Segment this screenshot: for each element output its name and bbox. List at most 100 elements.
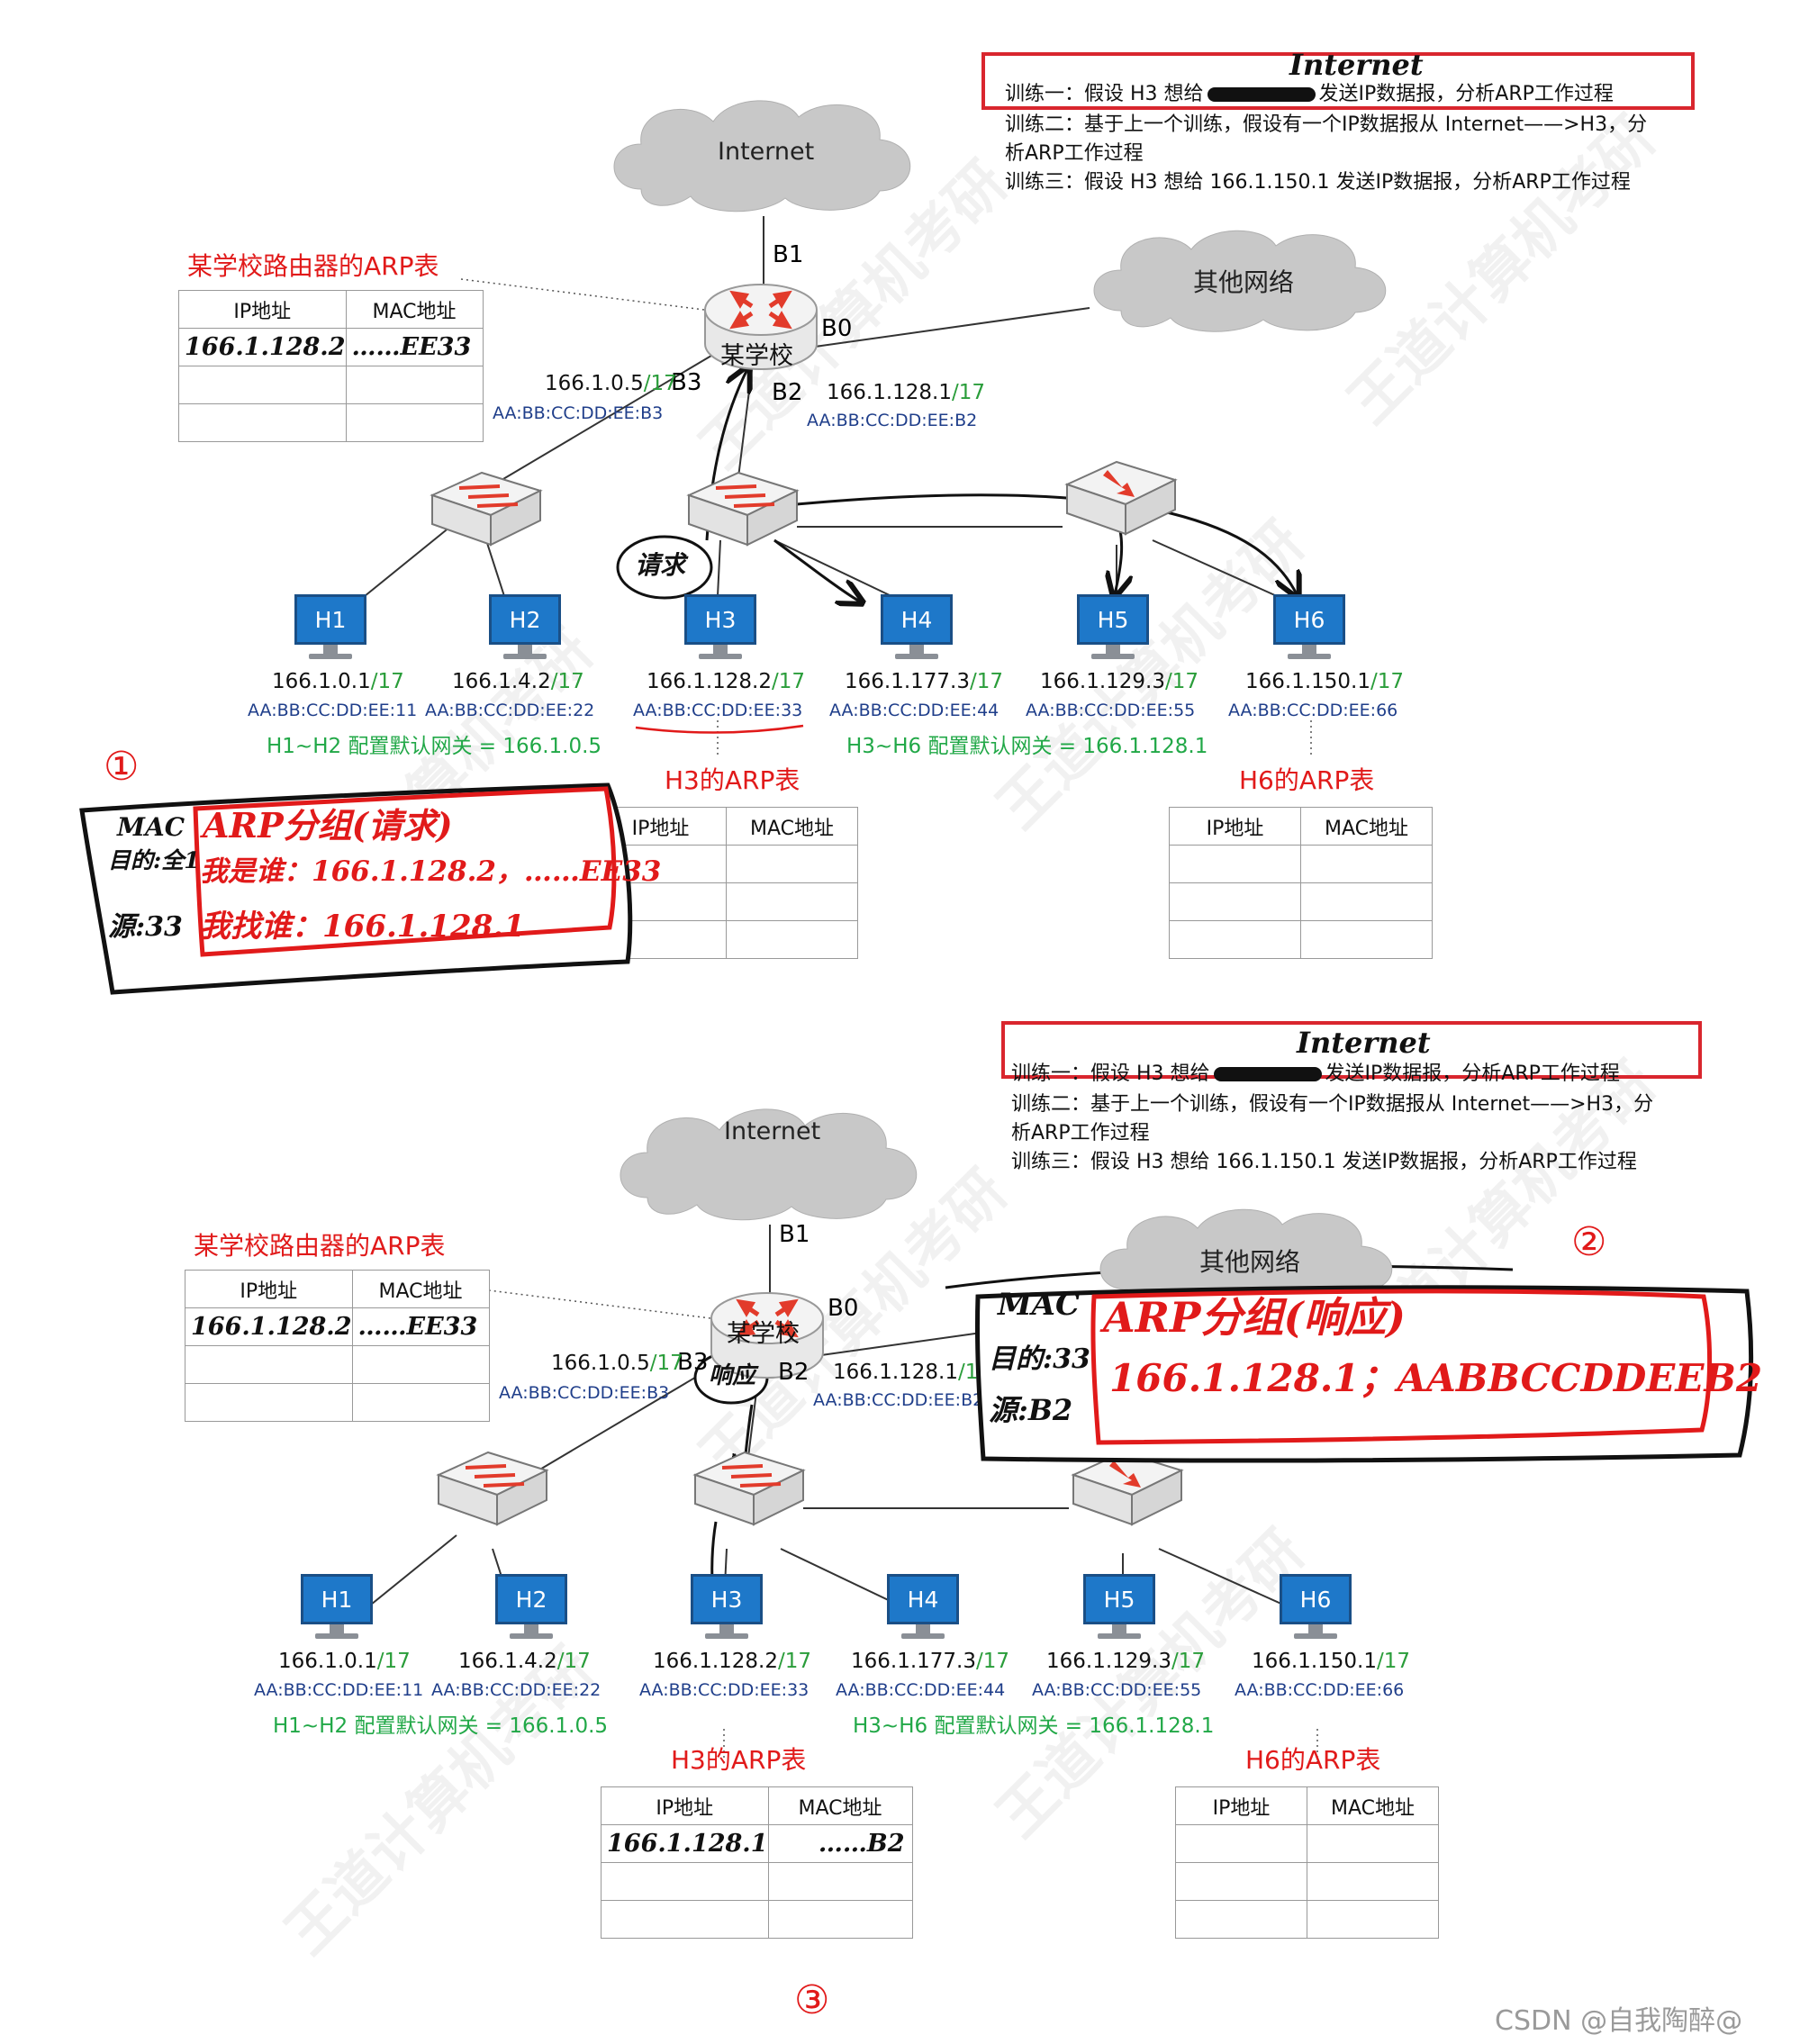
h4-mac: AA:BB:CC:DD:EE:44 [829, 701, 999, 720]
host-h1-2: H1 [301, 1574, 373, 1639]
h5-mac-2: AA:BB:CC:DD:EE:55 [1032, 1680, 1202, 1700]
note-line-2: 我是谁：166.1.128.2，……EE33 [200, 855, 662, 888]
note2-left-mac: MAC [998, 1287, 1081, 1323]
note-left-mac: MAC [117, 812, 185, 842]
switch-middle-icon-2 [692, 1451, 806, 1526]
note2-left-dst: 目的:33 [989, 1343, 1090, 1375]
h3-arp-title: H3的ARP表 [665, 765, 801, 795]
task2-1-redaction [1213, 1067, 1322, 1081]
task-highlight-box [981, 52, 1695, 110]
b2-address: 166.1.128.1/17 [827, 381, 986, 404]
h3-mac: AA:BB:CC:DD:EE:33 [633, 701, 803, 720]
gateway-h3-h6: H3~H6 配置默认网关 = 166.1.128.1 [846, 735, 1208, 758]
router-icon-2 [710, 1292, 824, 1379]
cloud-internet-label: Internet [718, 138, 815, 166]
cloud-internet-shape [613, 100, 911, 213]
h3-ip: 166.1.128.2/17 [647, 670, 806, 693]
host-h4-2: H4 [887, 1574, 959, 1639]
note2-left-src: 源:B2 [989, 1393, 1073, 1427]
port-b3-2: B3 [677, 1349, 709, 1376]
h5-ip-2: 166.1.129.3/17 [1046, 1650, 1206, 1673]
host-h4: H4 [881, 594, 953, 659]
b3-mac: AA:BB:CC:DD:EE:B3 [493, 403, 664, 423]
port-b1: B1 [773, 241, 804, 268]
task2-3: 训练三：假设 H3 想给 166.1.150.1 发送IP数据报，分析ARP工作… [1011, 1151, 1637, 1173]
host-h3: H3 [684, 594, 756, 659]
host-h6: H6 [1273, 594, 1345, 659]
port-b1-2: B1 [779, 1221, 810, 1248]
cloud-internet-shape-2 [620, 1108, 918, 1221]
b3-address: 166.1.0.5/17 [545, 372, 677, 395]
task-2-line-1: 训练二：基于上一个训练，假设有一个IP数据报从 Internet——>H3，分 [1005, 113, 1648, 136]
task-highlight-box-2 [1001, 1021, 1702, 1079]
gateway-h1-h2-2: H1~H2 配置默认网关 = 166.1.0.5 [273, 1714, 609, 1738]
router-arp-title-2: 某学校路由器的ARP表 [194, 1231, 446, 1261]
h6-mac-2: AA:BB:CC:DD:EE:66 [1235, 1680, 1405, 1700]
host-h2-2: H2 [495, 1574, 567, 1639]
b2-mac-2: AA:BB:CC:DD:EE:B2 [813, 1390, 984, 1410]
h4-ip: 166.1.177.3/17 [845, 670, 1004, 693]
response-bubble-text: 响应 [709, 1362, 756, 1389]
host-h5: H5 [1077, 594, 1149, 659]
router-arp-title: 某学校路由器的ARP表 [187, 251, 439, 281]
h5-mac: AA:BB:CC:DD:EE:55 [1026, 701, 1196, 720]
port-b0: B0 [821, 315, 853, 342]
h3-ip-2: 166.1.128.2/17 [653, 1650, 812, 1673]
h6-ip-2: 166.1.150.1/17 [1252, 1650, 1411, 1673]
host-h3-2: H3 [691, 1574, 763, 1639]
h6-mac: AA:BB:CC:DD:EE:66 [1228, 701, 1398, 720]
task-1-redaction [1207, 87, 1316, 102]
h2-ip-2: 166.1.4.2/17 [458, 1650, 591, 1673]
task2-1: 训练一：假设 H3 想给发送IP数据报，分析ARP工作过程 [1011, 1063, 1620, 1085]
host-h6-2: H6 [1280, 1574, 1352, 1639]
switch-left-icon [430, 471, 543, 547]
h4-ip-2: 166.1.177.3/17 [851, 1650, 1010, 1673]
port-b2-2: B2 [778, 1359, 810, 1386]
hub-right-icon-2 [1071, 1451, 1184, 1526]
task-2-line-2: 析ARP工作过程 [1005, 142, 1144, 165]
note-left-dst: 目的:全1 [108, 847, 200, 873]
note2-line-2: 166.1.128.1；AABBCCDDEEB2 [1109, 1356, 1763, 1400]
gateway-h1-h2: H1~H2 配置默认网关 = 166.1.0.5 [267, 735, 602, 758]
router-label-2: 某学校 [727, 1320, 800, 1348]
h2-ip: 166.1.4.2/17 [452, 670, 584, 693]
router-label: 某学校 [720, 342, 793, 370]
h2-mac-2: AA:BB:CC:DD:EE:22 [431, 1680, 602, 1700]
h6-arp-title-2: H6的ARP表 [1245, 1745, 1381, 1775]
host-h2: H2 [489, 594, 561, 659]
h3-arp-title-2: H3的ARP表 [671, 1745, 807, 1775]
task-1: 训练一：假设 H3 想给发送IP数据报，分析ARP工作过程 [1005, 83, 1614, 105]
note-line-1: ARP分组(请求) [203, 805, 453, 846]
b2-mac: AA:BB:CC:DD:EE:B2 [807, 411, 978, 430]
cloud-other-label-2: 其他网络 [1199, 1247, 1301, 1277]
request-bubble-text: 请求 [635, 550, 686, 580]
task-3: 训练三：假设 H3 想给 166.1.150.1 发送IP数据报，分析ARP工作… [1005, 171, 1631, 194]
h6-arp-title: H6的ARP表 [1239, 765, 1375, 795]
panel-1: 王道计算机考研 王道计算机考研 王道计算机考研 王道计算机考研 [0, 0, 1800, 1008]
host-h1: H1 [294, 594, 366, 659]
hub-right-icon [1064, 460, 1178, 536]
step-number-3: ③ [794, 1977, 830, 2023]
request-note-frame [79, 782, 633, 995]
port-b2: B2 [772, 379, 803, 406]
h2-mac: AA:BB:CC:DD:EE:22 [425, 701, 595, 720]
router-icon [704, 284, 818, 370]
h6-ip: 166.1.150.1/17 [1245, 670, 1405, 693]
task2-2-line-1: 训练二：基于上一个训练，假设有一个IP数据报从 Internet——>H3，分 [1011, 1093, 1654, 1116]
b2-address-2: 166.1.128.1/17 [833, 1361, 992, 1384]
cloud-other-shape [1093, 230, 1387, 332]
h5-ip: 166.1.129.3/17 [1040, 670, 1199, 693]
b3-mac-2: AA:BB:CC:DD:EE:B3 [499, 1383, 670, 1403]
h4-mac-2: AA:BB:CC:DD:EE:44 [836, 1680, 1006, 1700]
switch-middle-icon [686, 471, 800, 547]
cloud-other-label: 其他网络 [1193, 267, 1295, 297]
port-b0-2: B0 [828, 1295, 859, 1322]
note-line-3: 我找谁：166.1.128.1 [200, 909, 525, 945]
step-number-1: ① [104, 744, 140, 790]
switch-left-icon-2 [436, 1451, 549, 1526]
cloud-other-shape-2 [1099, 1208, 1393, 1298]
